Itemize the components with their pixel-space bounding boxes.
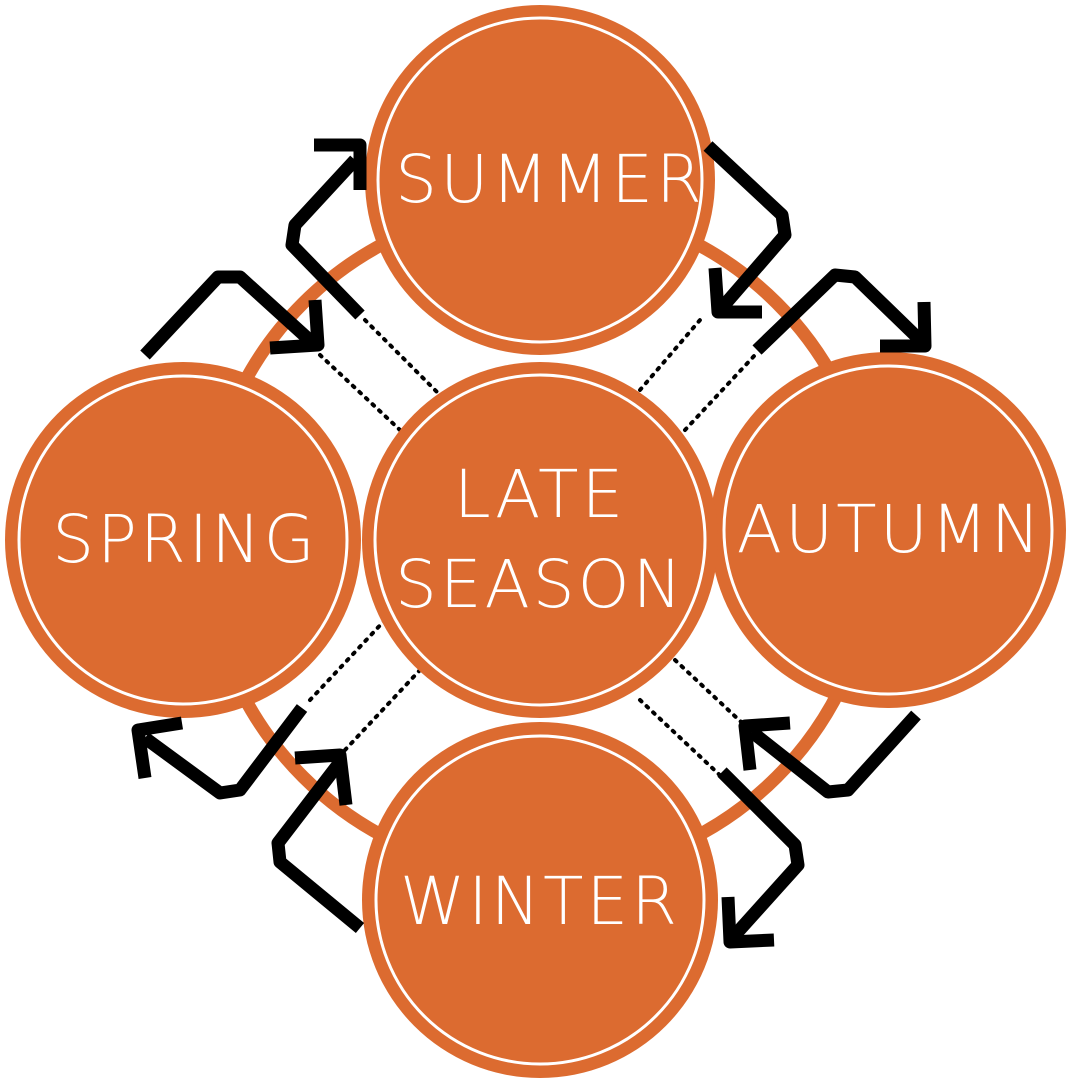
node-center [362, 362, 718, 718]
summer-label: SUMMER [395, 141, 705, 219]
arrow-autumn-to-winter [738, 710, 921, 799]
spring-label: SPRING [52, 501, 318, 579]
arrow-spring-to-summer [285, 138, 367, 320]
node-winter [362, 722, 718, 1078]
arrow-summer-to-spring [140, 270, 325, 360]
arrows [131, 138, 932, 949]
connector-center-autumn-a [683, 353, 757, 432]
center-label: LATE SEASON [395, 457, 685, 623]
center-label-line1: LATE [453, 456, 627, 534]
node-spring [5, 362, 361, 718]
center-label-line2: SEASON [395, 546, 685, 623]
arrow-autumn-to-summer [752, 268, 932, 355]
connector-center-winter-a [343, 668, 422, 752]
arrow-spring-to-winter [131, 704, 308, 800]
connector-center-spring-b [308, 618, 387, 702]
arrow-winter-to-autumn [717, 767, 805, 949]
connector-center-spring-a [318, 353, 402, 432]
arrow-winter-to-spring [271, 748, 365, 934]
connector-center-summer-a [363, 318, 442, 397]
connector-center-winter-b [638, 698, 727, 782]
arrow-summer-to-autumn [703, 141, 792, 319]
winter-label: WINTER [400, 863, 680, 941]
connector-lines [308, 318, 757, 782]
node-autumn [710, 352, 1066, 708]
connector-center-summer-b [638, 318, 702, 392]
node-summer [365, 5, 715, 355]
autumn-label: AUTUMN [736, 491, 1044, 569]
